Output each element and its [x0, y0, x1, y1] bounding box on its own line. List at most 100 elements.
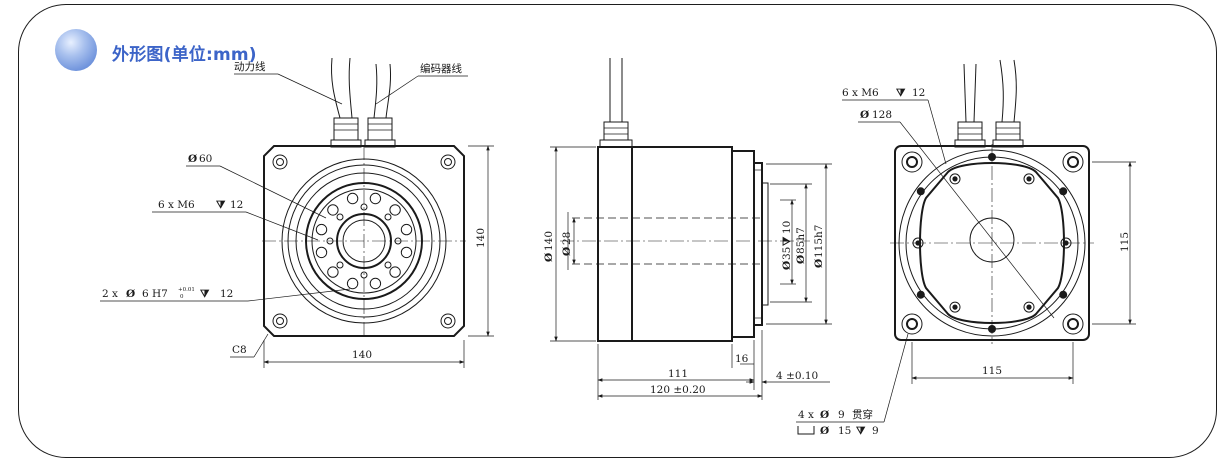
- svg-text:28: 28: [561, 232, 573, 245]
- outer-bolt-hole: [389, 204, 401, 216]
- power-cable-label: 动力线: [234, 60, 266, 73]
- side-bolt-circle-dim: Ø 35 ⧩ 10: [781, 221, 793, 270]
- outer-bolt-hole: [389, 266, 401, 278]
- front-bolt-circle-dim: Ø 60: [188, 153, 212, 165]
- rear-tapped-hole: [1023, 173, 1035, 185]
- diameter-symbol: Ø: [820, 425, 829, 437]
- diameter-symbol: Ø: [188, 153, 197, 165]
- svg-text:115h7: 115h7: [813, 225, 825, 258]
- svg-text:6 x M6: 6 x M6: [158, 199, 195, 211]
- svg-text:+0.01: +0.01: [178, 287, 195, 293]
- rear-tapped-hole-core: [1026, 176, 1032, 182]
- rear-tapped-hole-core: [952, 176, 958, 182]
- inner-tapped-hole: [336, 261, 344, 269]
- rear-marker-dot: [916, 290, 925, 299]
- rear-counterbore-note: Ø 15 ⧩ 9: [797, 425, 879, 437]
- cable-gland-right: [364, 117, 396, 148]
- front-view: 动力线 编码器线 Ø 60 6 x M6 ⧩ 12 2 x Ø 6 H7 +0.…: [100, 57, 494, 368]
- diameter-symbol: Ø: [820, 409, 829, 421]
- encoder-cable-label: 编码器线: [420, 62, 462, 75]
- rear-view: 6 x M6 ⧩ 12 Ø 128 115 115 4 x Ø 9 贯穿 Ø 1…: [796, 59, 1136, 437]
- side-step-len-dim: 16: [735, 353, 749, 365]
- inner-tapped-hole: [384, 213, 392, 221]
- svg-text:12: 12: [912, 87, 925, 99]
- front-height-dim: 140: [475, 228, 487, 248]
- svg-text:Ø: Ø: [561, 247, 573, 256]
- inner-tapped-hole: [336, 213, 344, 221]
- svg-text:10: 10: [781, 221, 793, 234]
- rear-marker-dot: [1059, 290, 1068, 299]
- outer-bolt-hole: [369, 192, 382, 205]
- front-tapped-holes-note: 6 x M6 ⧩ 12: [158, 199, 243, 211]
- svg-text:6 x M6: 6 x M6: [842, 87, 879, 99]
- side-body-dia-dim: Ø 140: [543, 231, 555, 262]
- outer-bolt-hole: [400, 223, 413, 236]
- chamfer-label: C8: [232, 344, 247, 356]
- rear-tapped-hole: [949, 173, 961, 185]
- svg-text:0: 0: [180, 294, 184, 300]
- rear-cable-gland-left: [954, 121, 986, 148]
- svg-text:35: 35: [781, 247, 793, 260]
- outer-bolt-hole: [369, 277, 382, 290]
- depth-symbol: ⧩: [200, 288, 210, 300]
- side-body-len-dim: 111: [668, 368, 688, 380]
- title-bullet-icon: [55, 29, 97, 71]
- depth-symbol: ⧩: [216, 199, 226, 211]
- front-pin-holes-note: 2 x Ø 6 H7 +0.01 0 ⧩ 12: [102, 287, 233, 300]
- outer-bolt-hole: [346, 277, 359, 290]
- rear-tapped-hole: [1023, 301, 1035, 313]
- counterbore-symbol-icon: [797, 426, 815, 435]
- outer-bolt-hole: [315, 223, 328, 236]
- rear-cable-gland-right: [992, 121, 1024, 148]
- side-flange-dia-dim: Ø 115h7: [813, 225, 825, 268]
- svg-text:9: 9: [872, 425, 879, 437]
- rear-marker-dot: [1059, 187, 1068, 196]
- depth-symbol: ⧩: [896, 87, 906, 99]
- rear-tapped-hole-core: [952, 304, 958, 310]
- svg-text:2 x: 2 x: [102, 288, 118, 300]
- rear-height-dim: 115: [1119, 232, 1131, 252]
- svg-text:Ø: Ø: [781, 261, 793, 270]
- cable-gland-left: [330, 117, 362, 148]
- rear-marker-dot: [916, 187, 925, 196]
- depth-symbol: ⧩: [856, 425, 866, 437]
- outer-bolt-hole: [327, 204, 339, 216]
- svg-text:⧩: ⧩: [781, 236, 793, 246]
- svg-text:4 x: 4 x: [798, 409, 814, 421]
- svg-text:9: 9: [838, 409, 845, 421]
- side-total-len-dim: 120 ±0.20: [650, 384, 706, 396]
- svg-text:128: 128: [872, 109, 892, 121]
- rear-pcd-note: Ø 128: [860, 109, 892, 121]
- inner-tapped-hole: [384, 261, 392, 269]
- diameter-symbol: Ø: [126, 288, 135, 300]
- drawing-frame: [18, 4, 1217, 458]
- front-bolt-holes: [315, 192, 413, 290]
- svg-text:贯穿: 贯穿: [852, 408, 873, 421]
- rear-width-dim: 115: [982, 365, 1002, 377]
- rear-tapped-holes-note: 6 x M6 ⧩ 12: [842, 87, 925, 99]
- outer-bolt-hole: [400, 246, 413, 259]
- svg-text:60: 60: [199, 153, 212, 165]
- outer-bolt-hole: [315, 246, 328, 259]
- svg-text:12: 12: [220, 288, 233, 300]
- svg-text:Ø: Ø: [813, 259, 825, 268]
- outer-bolt-hole: [346, 192, 359, 205]
- side-pilot-len-dim: 4 ±0.10: [776, 370, 818, 382]
- page-title: 外形图(单位:mm): [112, 45, 257, 65]
- svg-text:Ø: Ø: [795, 255, 807, 264]
- outer-bolt-hole: [327, 266, 339, 278]
- rear-thru-holes-note: 4 x Ø 9 贯穿: [798, 408, 873, 421]
- svg-text:140: 140: [543, 231, 555, 251]
- front-width-dim: 140: [352, 349, 372, 361]
- svg-text:85h7: 85h7: [795, 227, 807, 254]
- side-pilot-dia-dim: Ø 85h7: [795, 227, 807, 264]
- side-view: Ø 140 Ø 28 Ø 35 ⧩ 10 Ø 85h7 Ø 115h7 16 1…: [543, 58, 832, 400]
- svg-text:15: 15: [838, 425, 851, 437]
- diameter-symbol: Ø: [860, 109, 869, 121]
- svg-text:Ø: Ø: [543, 253, 555, 262]
- corner-holes-front: [272, 154, 456, 329]
- rear-tapped-hole-core: [1026, 304, 1032, 310]
- side-bore-dia-dim: Ø 28: [561, 232, 573, 256]
- rear-corner-holes: [901, 151, 1084, 335]
